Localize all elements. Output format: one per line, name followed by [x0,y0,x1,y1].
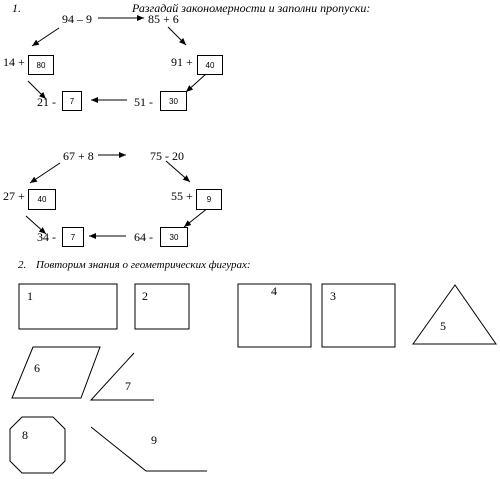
arrow [27,80,47,100]
figure-2-rectangle [134,283,190,330]
figure-8-octagon [9,416,66,474]
figure-5-number: 5 [440,319,446,333]
puzzle-a-mid-left-label: 14 + [3,55,25,69]
figure-7-number: 7 [125,379,131,393]
puzzle-b-bottom-left-box: 7 [62,227,84,247]
puzzle-a-top-right: 85 + 6 [148,12,179,26]
puzzle-b-bottom-left-label: 34 - [37,230,56,244]
figure-6-number: 6 [34,361,40,375]
figure-9-number: 9 [151,433,157,447]
puzzle-b-mid-right-label: 55 + [171,189,193,203]
task-2-number: 2. [18,259,27,271]
puzzle-b-mid-right-box: 9 [196,189,222,210]
figure-8-number: 8 [22,428,28,442]
task-1-number: 1. [12,1,21,15]
figure-3-number: 3 [330,289,336,303]
figure-4-square [237,283,312,348]
figure-5-triangle [412,284,497,345]
arrow [29,162,61,184]
figure-1-number: 1 [27,289,33,303]
figure-2-number: 2 [142,289,148,303]
arrow [25,215,47,235]
arrow [183,207,209,228]
arrow [167,26,187,46]
puzzle-a-mid-right-box: 40 [197,55,223,75]
puzzle-b-bottom-right-label: 64 - [134,230,153,244]
figure-9-angle [90,426,207,472]
puzzle-a-bottom-left-label: 21 - [37,95,56,109]
puzzle-b-mid-left-box: 40 [28,189,56,210]
puzzle-b-top-right: 75 - 20 [150,149,184,163]
figure-3-square [321,283,396,348]
figure-4-number: 4 [271,284,277,298]
puzzle-b-bottom-right-box: 30 [160,227,188,247]
figure-6-parallelogram [11,346,101,399]
arrow [185,73,207,93]
puzzle-b-top-left: 67 + 8 [63,149,94,163]
task-2-title: Повторим знания о геометрических фигурах… [36,259,251,271]
puzzle-b-mid-left-label: 27 + [3,189,25,203]
task-1-title: Разгадай закономерности и заполни пропус… [132,1,371,15]
puzzle-a-mid-right-label: 91 + [171,55,193,69]
puzzle-a-bottom-right-box: 30 [160,91,187,111]
puzzle-a-top-left: 94 – 9 [62,12,92,26]
figure-1-rectangle [18,283,118,330]
arrow [165,160,191,183]
figure-7-angle [89,352,154,401]
puzzle-a-mid-left-box: 80 [28,55,54,75]
puzzle-a-bottom-left-box: 7 [62,91,82,111]
arrow [31,27,60,47]
puzzle-a-bottom-right-label: 51 - [134,95,153,109]
